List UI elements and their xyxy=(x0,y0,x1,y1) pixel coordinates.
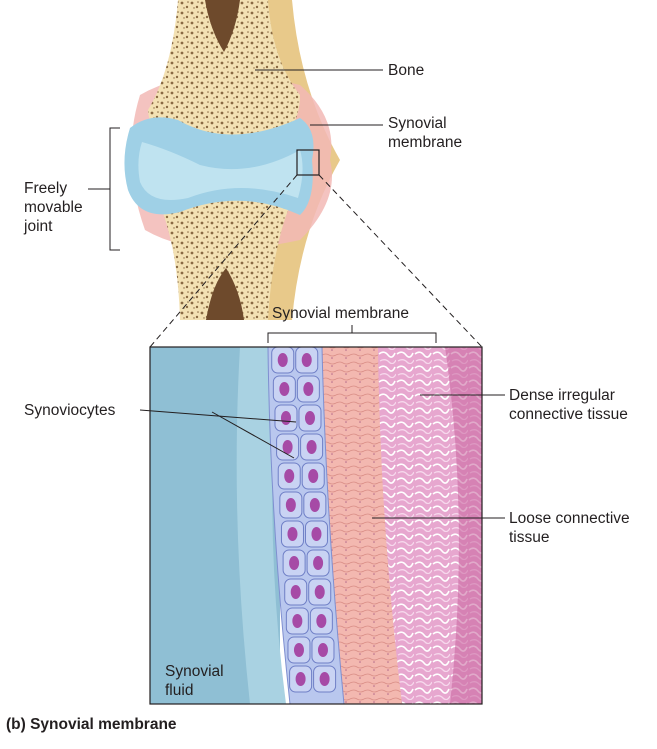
synoviocyte-nucleus xyxy=(319,672,330,686)
synovial-membrane-bracket xyxy=(267,332,437,343)
synoviocyte-nucleus xyxy=(290,585,301,599)
joint-illustration xyxy=(124,0,340,320)
synoviocyte-cells xyxy=(271,347,337,693)
synoviocyte-nucleus xyxy=(316,614,327,628)
synoviocyte-nucleus xyxy=(279,382,290,396)
synoviocyte-nucleus xyxy=(292,614,303,628)
synoviocyte-nucleus xyxy=(303,382,314,396)
synoviocyte-nucleus xyxy=(282,440,293,454)
synoviocyte-nucleus xyxy=(301,353,312,367)
label-dense-irregular-connective-tissue: Dense irregular connective tissue xyxy=(509,387,628,423)
synoviocyte-nucleus xyxy=(317,643,328,657)
synoviocyte-nucleus xyxy=(306,440,317,454)
zoom-panel-frame xyxy=(149,346,483,705)
synoviocyte-nucleus xyxy=(277,353,288,367)
synoviocyte-nucleus xyxy=(284,469,295,483)
label-bone: Bone xyxy=(388,62,425,79)
leader-lines-bottom xyxy=(139,325,505,519)
synoviocyte-nucleus xyxy=(293,643,304,657)
label-loose-connective-tissue: Loose connective tissue xyxy=(509,510,630,546)
synoviocyte-nucleus xyxy=(280,411,291,425)
synoviocyte-nucleus xyxy=(308,469,319,483)
synoviocyte-nucleus xyxy=(309,498,320,512)
synoviocyte-nucleus xyxy=(287,527,298,541)
label-synoviocytes: Synoviocytes xyxy=(24,402,116,419)
label-synovial-membrane-top-1: Synovial xyxy=(388,115,447,132)
lower-marrow xyxy=(206,268,244,320)
synoviocyte-nucleus xyxy=(285,498,296,512)
synoviocyte-nucleus xyxy=(295,672,306,686)
upper-bone xyxy=(148,0,300,151)
synoviocyte-nucleus xyxy=(304,411,315,425)
freely-movable-joint-bracket xyxy=(109,127,120,251)
synoviocyte-nucleus xyxy=(311,527,322,541)
leader-lines-top xyxy=(88,69,383,251)
synoviocytes-leader-1 xyxy=(139,409,297,423)
label-synovial-membrane-bracket: Synovial membrane xyxy=(272,305,409,322)
zoom-panel xyxy=(150,347,482,704)
label-freely-movable-joint: Freely movable joint xyxy=(24,180,83,235)
joint-cavity xyxy=(138,142,303,200)
label-synovial-fluid: Synovial fluid xyxy=(165,663,224,699)
zoom-region-box xyxy=(296,149,320,176)
label-synovial-membrane-top-2: membrane xyxy=(388,134,463,151)
dense-border xyxy=(445,347,482,704)
figure-caption: (b) Synovial membrane xyxy=(6,716,177,733)
synoviocyte-nucleus xyxy=(313,556,324,570)
upper-marrow xyxy=(205,0,240,52)
zoom-dashed-lines xyxy=(149,174,483,348)
loose-connective-region xyxy=(320,347,402,704)
synoviocyte-nucleus xyxy=(314,585,325,599)
fluid-highlight xyxy=(236,347,286,704)
synoviocytes-leader-2 xyxy=(211,411,295,459)
synoviocyte-nucleus xyxy=(289,556,300,570)
